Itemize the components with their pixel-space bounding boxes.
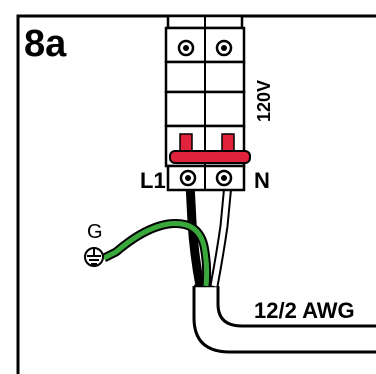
screw-icon bbox=[177, 39, 195, 57]
terminal-left-label: L1 bbox=[140, 168, 166, 193]
ground-icon bbox=[84, 247, 104, 267]
voltage-label: 120V bbox=[254, 80, 274, 122]
double-pole-breaker bbox=[164, 14, 251, 192]
cable-jacket-inner bbox=[216, 286, 376, 328]
cable-jacket-outer bbox=[192, 286, 376, 354]
breaker-handle-right bbox=[221, 133, 235, 153]
screw-icon bbox=[179, 169, 197, 187]
ground-wire bbox=[102, 220, 210, 287]
hot-wire bbox=[185, 183, 205, 287]
cable-label: 12/2 AWG bbox=[254, 298, 355, 323]
screw-icon bbox=[215, 39, 233, 57]
neutral-wire bbox=[211, 183, 231, 287]
ground-label: G bbox=[87, 221, 103, 243]
breaker-handle-left bbox=[179, 133, 193, 153]
step-label: 8a bbox=[24, 23, 67, 65]
handle-tie-bar bbox=[169, 150, 251, 164]
terminal-right-label: N bbox=[254, 168, 270, 193]
screw-icon bbox=[215, 169, 233, 187]
